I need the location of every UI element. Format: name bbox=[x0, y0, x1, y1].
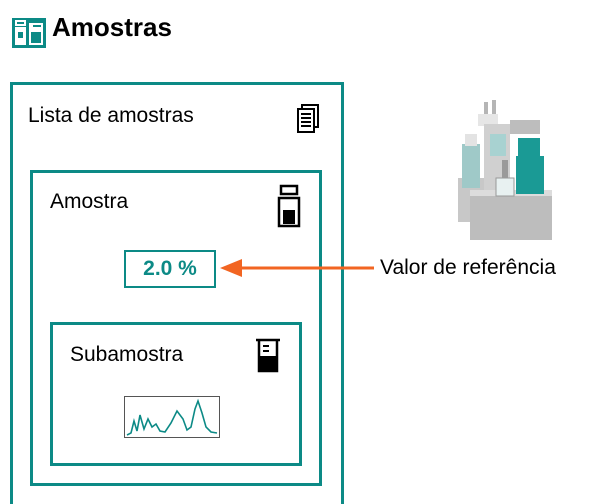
beaker-icon bbox=[256, 338, 280, 373]
titrator-instrument-icon bbox=[458, 100, 552, 240]
subsample-label: Subamostra bbox=[70, 343, 184, 366]
page-title: Amostras bbox=[52, 12, 172, 42]
sample-list-box bbox=[10, 82, 344, 504]
reference-value-box: 2.0 % bbox=[124, 250, 216, 288]
sample-list-label: Lista de amostras bbox=[28, 104, 194, 127]
sample-box bbox=[30, 170, 322, 486]
spectrum-graph bbox=[124, 396, 220, 438]
reference-caption: Valor de referência bbox=[380, 256, 556, 279]
bottle-icon bbox=[277, 184, 301, 228]
subsample-box bbox=[50, 322, 302, 466]
spectrum-curve bbox=[126, 398, 218, 436]
document-stack-icon bbox=[297, 104, 319, 133]
sample-bottles-icon bbox=[12, 18, 46, 48]
arrow-left-icon bbox=[220, 259, 374, 277]
sample-label: Amostra bbox=[50, 190, 129, 213]
